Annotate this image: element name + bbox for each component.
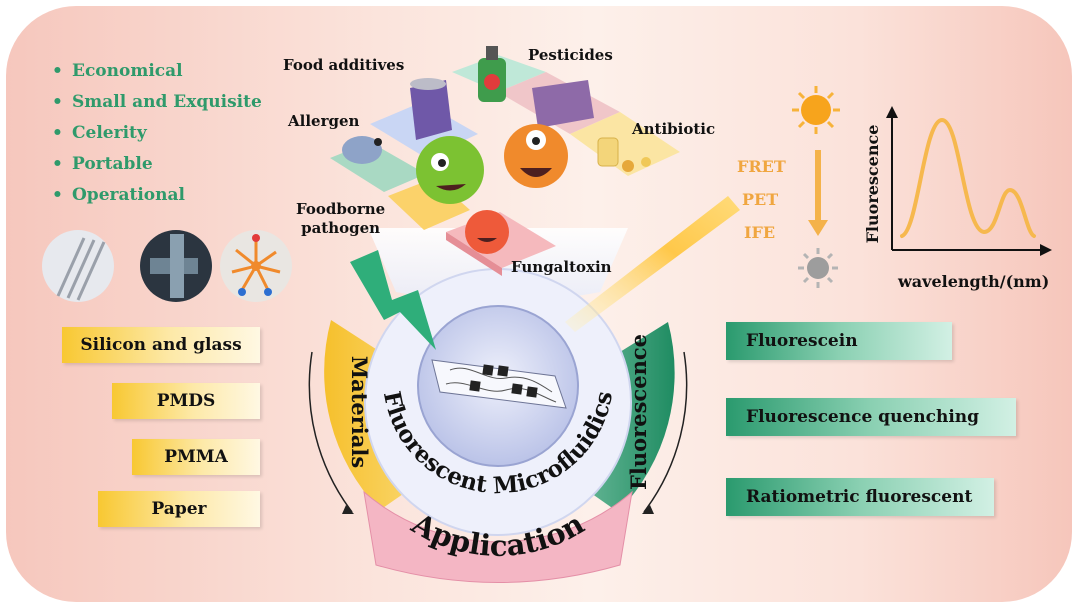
- label-antibiotic: Antibiotic: [632, 120, 716, 138]
- excitation-beam: [565, 196, 740, 332]
- mechanism-fret: FRET: [737, 157, 786, 176]
- advantages-list: •Economical •Small and Exquisite •Celeri…: [52, 56, 262, 211]
- green-virus-icon: [416, 136, 484, 204]
- fluorescence-sector-label: Fluorescence: [626, 334, 651, 490]
- thumbnail-glass-capillaries: [42, 230, 114, 302]
- food-additive-can-icon: [410, 78, 452, 140]
- material-box-silicon-glass: Silicon and glass: [62, 327, 260, 363]
- right-cycle-arrow: [643, 351, 688, 513]
- microfluidic-chip-icon: [431, 359, 567, 409]
- advantage-item: •Economical: [52, 61, 183, 81]
- materials-sector-label: Materials: [347, 356, 372, 468]
- fluorescence-box-quenching: Fluorescence quenching: [726, 398, 1016, 436]
- dim-sun-icon: [798, 248, 838, 288]
- mechanism-ife: IFE: [744, 223, 776, 242]
- left-cycle-arrow: [308, 351, 353, 513]
- thumbnail-paper-device: [220, 230, 292, 302]
- material-box-pmds: PMDS: [112, 383, 260, 419]
- pesticide-bag-icon: [532, 80, 594, 128]
- fluorescence-box-fluorescein: Fluorescein: [726, 322, 952, 360]
- advantage-item: •Portable: [52, 154, 153, 174]
- spectrum-curve: [900, 117, 1036, 238]
- label-pesticides: Pesticides: [528, 46, 613, 64]
- sun-icon: [792, 86, 840, 134]
- application-sector: [363, 490, 633, 583]
- label-fungaltoxin: Fungaltoxin: [511, 258, 612, 276]
- antibiotic-items-icon: [597, 137, 651, 172]
- label-allergen: Allergen: [288, 112, 360, 130]
- advantage-item: •Celerity: [52, 123, 147, 143]
- fungaltoxin-red-virus-icon: [465, 210, 509, 254]
- advantage-item: •Small and Exquisite: [52, 92, 262, 112]
- material-box-pmma: PMMA: [132, 439, 260, 475]
- label-foodborne-pathogen: Foodborne pathogen: [296, 200, 385, 238]
- material-box-paper: Paper: [98, 491, 260, 527]
- fluorescence-box-ratiometric: Ratiometric fluorescent: [726, 478, 994, 516]
- spectrum-y-label: Fluorescence: [863, 125, 882, 244]
- spectrum-plot: [886, 106, 1052, 256]
- thumbnail-pdms-channel: [140, 230, 212, 302]
- mechanism-pet: PET: [742, 190, 779, 209]
- allergen-mite-icon: [342, 136, 382, 164]
- spectrum-x-label: wavelength/(nm): [898, 272, 1050, 291]
- label-foodborne-line2: pathogen: [301, 219, 381, 237]
- label-foodborne-line1: Foodborne: [296, 200, 386, 218]
- advantage-item: •Operational: [52, 185, 185, 205]
- orange-virus-icon: [504, 124, 568, 188]
- label-food-additives: Food additives: [283, 56, 405, 74]
- green-lightning-icon: [350, 250, 436, 350]
- pesticide-bottle-icon: [478, 46, 506, 102]
